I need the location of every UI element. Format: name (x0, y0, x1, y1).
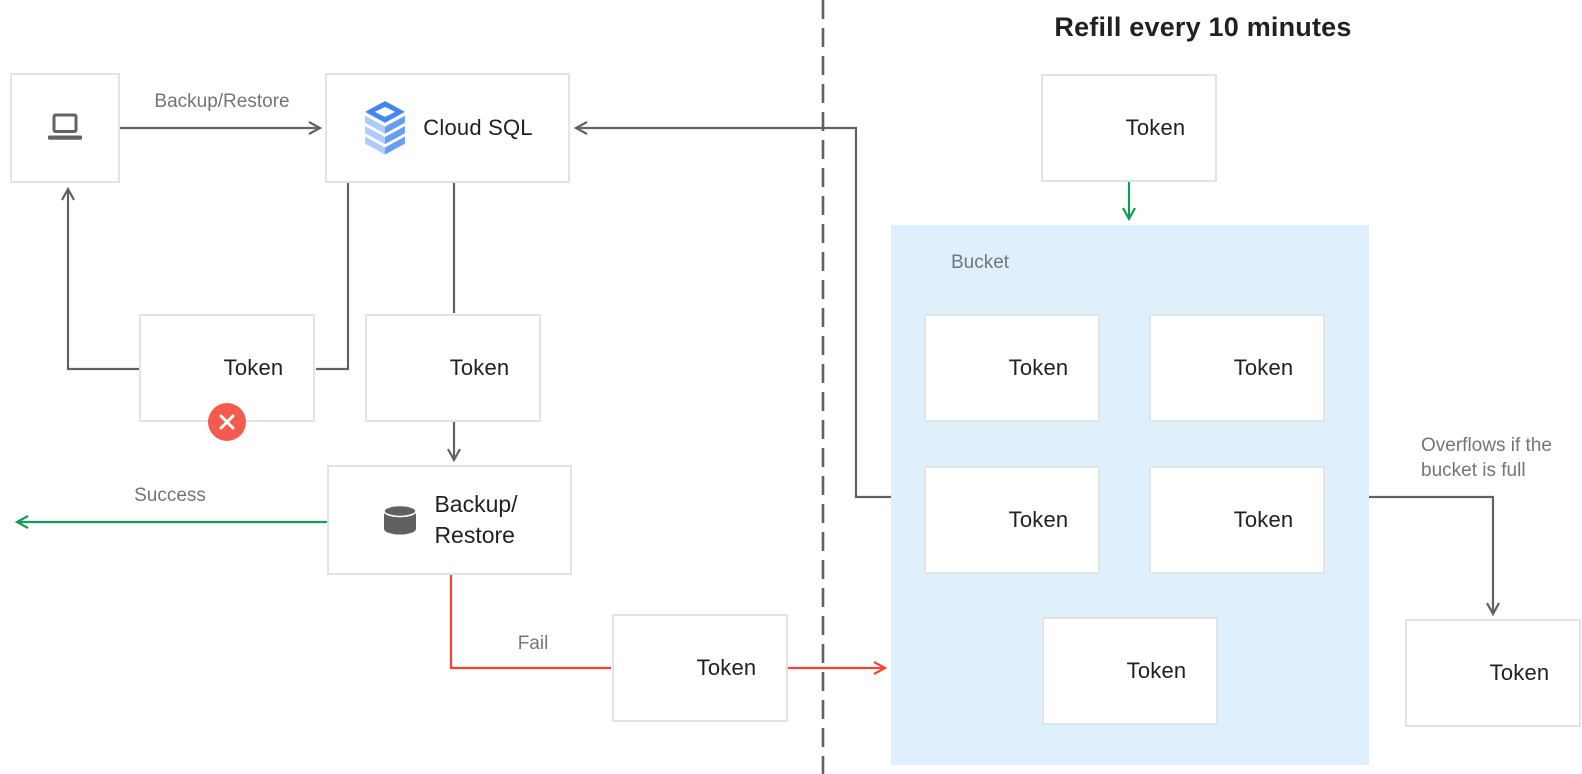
token-refill-node: Token (1041, 74, 1217, 182)
overflow-label-line1: Overflows if the (1421, 435, 1552, 456)
token-label: Token (449, 355, 510, 380)
bucket-token-5: Token (1042, 617, 1218, 725)
edge-fail (449, 575, 611, 670)
token-icon (397, 352, 435, 385)
bucket-token-1: Token (924, 314, 1100, 422)
cloud-sql-icon (362, 101, 408, 156)
token-label: Token (223, 355, 284, 380)
cloud-sql-node: Cloud SQL (325, 73, 570, 183)
edge-cloudsql-to-rejected-token (316, 183, 350, 371)
token-icon (1437, 657, 1475, 690)
laptop-icon (45, 113, 85, 143)
edge-label-backup-restore: Backup/Restore (154, 91, 290, 112)
token-icon (1074, 655, 1112, 688)
bucket-icon (905, 247, 941, 278)
refill-title: Refill every 10 minutes (1054, 12, 1352, 42)
overflow-label-line2: bucket is full (1421, 460, 1526, 481)
token-label: Token (1125, 115, 1186, 140)
token-failed-node: Token (612, 614, 788, 722)
backup-label-line1: Backup/ (434, 491, 518, 517)
edge-bucket-to-cloudsql (573, 121, 891, 499)
bucket-label: Bucket (951, 251, 1010, 273)
token-label: Token (1233, 355, 1294, 380)
backup-restore-node: Backup/ Restore (327, 465, 572, 575)
edge-label-overflow: Overflows if the bucket is full (1421, 433, 1582, 483)
backup-restore-label: Backup/ Restore (434, 489, 517, 551)
edge-label-success: Success (134, 485, 206, 506)
cloud-sql-label: Cloud SQL (423, 115, 533, 140)
token-label: Token (696, 655, 757, 680)
error-x-icon (208, 403, 246, 441)
token-label: Token (1233, 507, 1294, 532)
edge-label-fail: Fail (517, 633, 549, 654)
token-icon (1181, 352, 1219, 385)
token-label: Token (1126, 658, 1187, 683)
token-granted-node: Token (365, 314, 541, 422)
token-label: Token (1489, 660, 1550, 685)
token-icon (956, 504, 994, 537)
backup-label-line2: Restore (434, 522, 515, 548)
bucket-label-row: Bucket (905, 247, 1009, 278)
token-icon (171, 352, 209, 385)
bucket-token-4: Token (1149, 466, 1325, 574)
bucket-token-2: Token (1149, 314, 1325, 422)
bucket-token-3: Token (924, 466, 1100, 574)
token-label: Token (1008, 355, 1069, 380)
edge-overflow-to-token (1369, 495, 1500, 617)
token-icon (956, 352, 994, 385)
x-glyph (219, 414, 235, 430)
token-icon (1181, 504, 1219, 537)
token-icon (644, 652, 682, 685)
token-overflow-node: Token (1405, 619, 1581, 727)
bucket-region: Bucket Token Token Token Token Token (891, 225, 1369, 765)
client-node (10, 73, 120, 183)
token-icon (1073, 112, 1111, 145)
token-label: Token (1008, 507, 1069, 532)
database-icon (381, 504, 419, 536)
edge-rejected-token-to-client (61, 186, 139, 371)
